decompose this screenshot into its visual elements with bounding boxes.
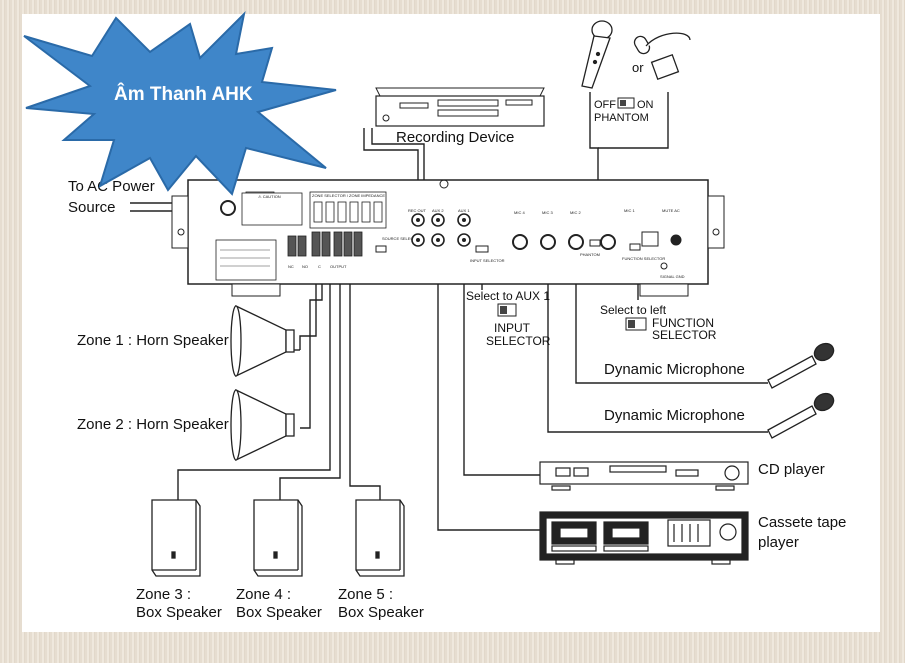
ac-power-label-1: To AC Power bbox=[68, 178, 155, 195]
select-left-label: Select to left bbox=[600, 303, 667, 317]
box-speaker-4-icon bbox=[253, 499, 303, 577]
power-inlet-icon bbox=[220, 200, 236, 216]
zone4-label-1: Zone 4 : bbox=[236, 586, 291, 603]
svg-text:INPUT SELECTOR: INPUT SELECTOR bbox=[470, 258, 505, 263]
recording-device-icon bbox=[375, 87, 545, 127]
cd-player-label: CD player bbox=[758, 461, 825, 478]
zone5-label-2: Box Speaker bbox=[338, 604, 424, 621]
zone2-label: Zone 2 : Horn Speaker bbox=[77, 416, 229, 433]
zone4-label-2: Box Speaker bbox=[236, 604, 322, 621]
svg-text:OUTPUT: OUTPUT bbox=[330, 264, 347, 269]
amplifier-panel: ⚠ CAUTION ZONE SELECTOR / ZONE IMPEDANCE… bbox=[171, 179, 725, 297]
caution-label: ⚠ CAUTION bbox=[258, 194, 281, 199]
svg-text:SIGNAL GND: SIGNAL GND bbox=[660, 274, 685, 279]
zone5-wire bbox=[349, 240, 381, 500]
zone-selector-label: ZONE SELECTOR / ZONE IMPEDANCE bbox=[312, 193, 385, 198]
dynamic-mic-2-label: Dynamic Microphone bbox=[604, 407, 745, 424]
horn-speaker-2-icon bbox=[230, 388, 295, 462]
svg-text:FUNCTION SELECTOR: FUNCTION SELECTOR bbox=[622, 256, 665, 261]
lavalier-mic-icon bbox=[633, 32, 691, 81]
cd-wire bbox=[463, 245, 540, 476]
handheld-mic-icon bbox=[581, 20, 613, 89]
cd-player-icon bbox=[539, 461, 749, 491]
mic3-wire bbox=[547, 245, 768, 433]
svg-text:C: C bbox=[318, 264, 321, 269]
network-port-icon bbox=[641, 231, 659, 247]
zone1-wire bbox=[299, 240, 317, 350]
zone5-label-1: Zone 5 : bbox=[338, 586, 393, 603]
zone4-wire bbox=[279, 240, 341, 500]
mic-jacks bbox=[512, 234, 616, 250]
zone3-wire bbox=[177, 240, 331, 500]
watermark-text: Âm Thanh AHK bbox=[114, 83, 253, 105]
svg-text:NO: NO bbox=[302, 264, 308, 269]
svg-text:PHANTOM: PHANTOM bbox=[580, 252, 600, 257]
svg-text:SOURCE SELECTOR: SOURCE SELECTOR bbox=[382, 236, 422, 241]
output-terminals bbox=[287, 231, 363, 257]
input-selector-icon bbox=[497, 303, 517, 317]
box-speaker-5-icon bbox=[355, 499, 405, 577]
cassette-deck-icon bbox=[539, 511, 749, 565]
svg-text:MIC 1: MIC 1 bbox=[624, 208, 635, 213]
svg-text:MIC 2: MIC 2 bbox=[570, 210, 581, 215]
svg-text:AUX 1: AUX 1 bbox=[458, 208, 470, 213]
cassette-wire bbox=[437, 245, 540, 531]
svg-text:PHANTOM: PHANTOM bbox=[594, 112, 649, 124]
zone1-label: Zone 1 : Horn Speaker bbox=[77, 332, 229, 349]
svg-text:REC OUT: REC OUT bbox=[408, 208, 427, 213]
function-selector-label-2: SELECTOR bbox=[652, 328, 717, 342]
recording-device-label: Recording Device bbox=[396, 129, 514, 146]
horn-speaker-1-icon bbox=[230, 304, 295, 378]
input-selector-label-1: INPUT bbox=[494, 321, 531, 335]
dynamic-mic-1-icon bbox=[767, 342, 835, 389]
cassette-label-1: Cassete tape bbox=[758, 514, 846, 531]
zone3-label-1: Zone 3 : bbox=[136, 586, 191, 603]
spec-plate bbox=[215, 239, 277, 281]
mic-or-label: or bbox=[632, 60, 644, 75]
svg-text:MIC 4: MIC 4 bbox=[514, 210, 525, 215]
svg-text:ON: ON bbox=[637, 99, 654, 111]
box-speaker-3-icon bbox=[151, 499, 201, 577]
svg-text:NC: NC bbox=[288, 264, 294, 269]
function-selector-icon bbox=[625, 317, 647, 331]
mic2-wire bbox=[575, 245, 768, 384]
watermark-starburst: Âm Thanh AHK bbox=[23, 10, 337, 196]
zone3-label-2: Box Speaker bbox=[136, 604, 222, 621]
svg-text:MIC 3: MIC 3 bbox=[542, 210, 553, 215]
svg-text:OFF: OFF bbox=[594, 99, 616, 111]
ac-power-label-2: Source bbox=[68, 199, 116, 216]
svg-text:MUTE AC: MUTE AC bbox=[662, 208, 680, 213]
function-selector-label-1: FUNCTION bbox=[652, 316, 714, 330]
svg-text:AUX 2: AUX 2 bbox=[432, 208, 444, 213]
dynamic-mic-1-label: Dynamic Microphone bbox=[604, 361, 745, 378]
select-aux-label: Select to AUX 1 bbox=[466, 289, 550, 303]
cassette-label-2: player bbox=[758, 534, 799, 551]
dynamic-mic-2-icon bbox=[767, 392, 835, 439]
phantom-switch: OFF ON PHANTOM bbox=[594, 97, 654, 124]
input-selector-label-2: SELECTOR bbox=[486, 334, 551, 348]
